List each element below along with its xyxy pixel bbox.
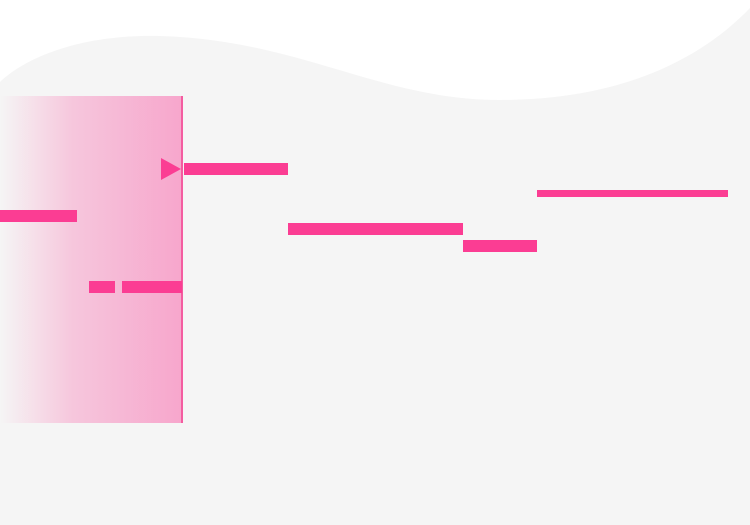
playhead-highlight-region bbox=[0, 96, 182, 423]
note-bar[interactable] bbox=[89, 281, 115, 293]
playhead-line[interactable] bbox=[181, 96, 183, 423]
triangle-right-icon[interactable] bbox=[161, 158, 181, 180]
note-bar[interactable] bbox=[463, 240, 537, 252]
note-bar[interactable] bbox=[184, 163, 288, 175]
note-bar[interactable] bbox=[0, 210, 77, 222]
wave-top bbox=[0, 0, 750, 100]
note-bar[interactable] bbox=[122, 281, 182, 293]
note-bar[interactable] bbox=[288, 223, 463, 235]
note-bar[interactable] bbox=[537, 190, 728, 197]
